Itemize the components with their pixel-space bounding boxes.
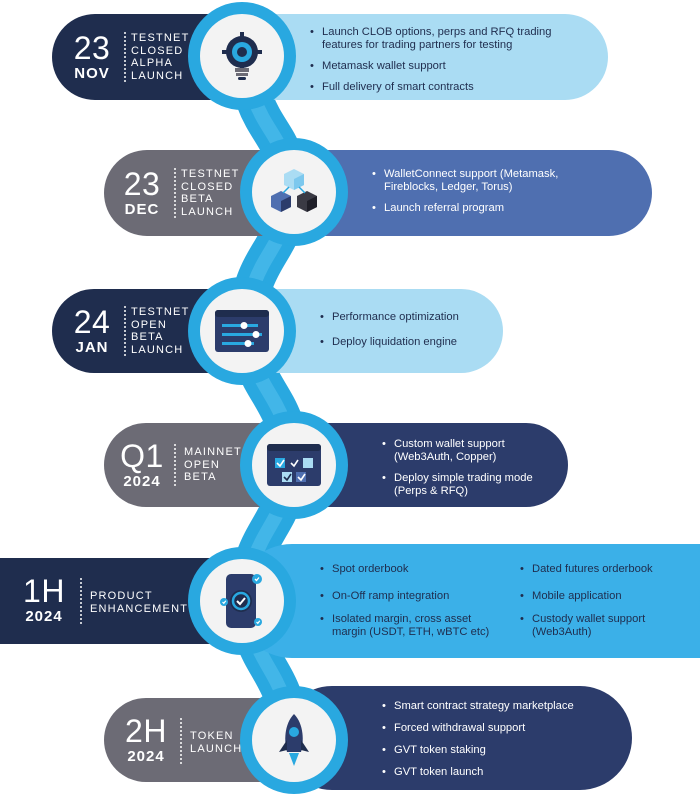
feature-item: Deploy simple trading mode (Perps & RFQ): [382, 472, 552, 498]
feature-item: On-Off ramp integration: [320, 590, 500, 603]
feature-item: Full delivery of smart contracts: [310, 81, 580, 94]
feature-list: Performance optimization Deploy liquidat…: [320, 311, 490, 357]
separator: [180, 718, 182, 764]
feature-list: Launch CLOB options, perps and RFQ tradi…: [310, 26, 580, 102]
separator: [174, 168, 176, 218]
date-big: Q1: [120, 438, 164, 474]
feature-item: Isolated margin, cross asset margin (USD…: [320, 613, 500, 639]
feature-item: GVT token launch: [382, 766, 622, 779]
date-small: NOV: [74, 65, 110, 82]
date-big: 23: [123, 166, 161, 202]
icon-circle: [252, 423, 336, 507]
feature-item: Dated futures orderbook: [520, 563, 680, 576]
feature-item: Custody wallet support (Web3Auth): [520, 613, 680, 639]
checklist-window-icon: [267, 444, 321, 486]
rocket-icon: [279, 714, 309, 766]
feature-list: WalletConnect support (Metamask, Fireblo…: [372, 168, 612, 223]
icon-circle: [200, 14, 284, 98]
sliders-window-icon: [215, 310, 269, 352]
feature-list-right: Dated futures orderbook Mobile applicati…: [520, 563, 680, 647]
separator: [124, 306, 126, 356]
date-big: 2H: [125, 713, 167, 749]
feature-item: Smart contract strategy marketplace: [382, 700, 622, 713]
feature-item: GVT token staking: [382, 744, 622, 757]
feature-list: Smart contract strategy marketplace Forc…: [382, 700, 622, 787]
date-small: DEC: [124, 201, 160, 218]
feature-item: Custom wallet support (Web3Auth, Copper): [382, 438, 552, 464]
mobile-shield-icon: [220, 574, 262, 628]
date-big: 23: [73, 30, 111, 66]
blockchain-cubes-icon: [271, 169, 317, 212]
feature-item: Mobile application: [520, 590, 680, 603]
feature-item: Launch referral program: [372, 202, 612, 215]
icon-circle: [200, 289, 284, 373]
separator: [80, 578, 82, 624]
date-big: 1H: [23, 573, 65, 609]
icon-circle: [200, 559, 284, 643]
feature-list: Custom wallet support (Web3Auth, Copper)…: [382, 438, 552, 506]
feature-item: Spot orderbook: [320, 563, 500, 576]
date-small: 2024: [127, 748, 165, 765]
feature-item: Launch CLOB options, perps and RFQ tradi…: [310, 26, 580, 52]
lightbulb-gear-icon: [222, 32, 262, 80]
feature-item: Metamask wallet support: [310, 60, 580, 73]
icon-circle: [252, 150, 336, 234]
feature-item: Forced withdrawal support: [382, 722, 622, 735]
icon-circle: [252, 698, 336, 782]
date-small: JAN: [75, 339, 109, 356]
separator: [124, 32, 126, 82]
separator: [174, 444, 176, 486]
feature-item: Deploy liquidation engine: [320, 336, 490, 349]
feature-item: Performance optimization: [320, 311, 490, 324]
date-small: 2024: [123, 473, 161, 490]
feature-item: WalletConnect support (Metamask, Fireblo…: [372, 168, 612, 194]
date-small: 2024: [25, 608, 63, 625]
date-big: 24: [73, 304, 111, 340]
feature-list-left: Spot orderbook On-Off ramp integration I…: [320, 563, 500, 647]
